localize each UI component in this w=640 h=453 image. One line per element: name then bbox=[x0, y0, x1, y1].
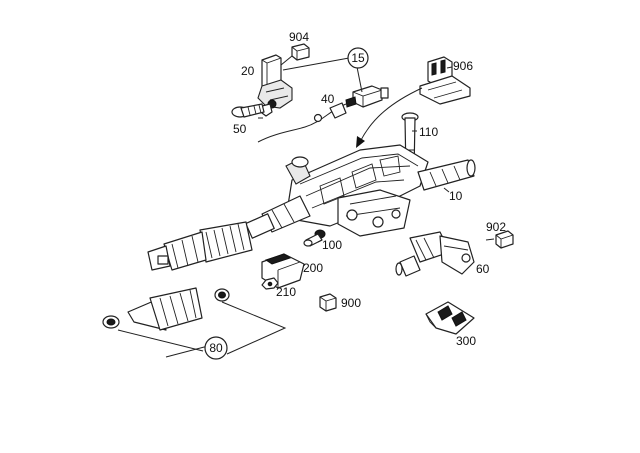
part-300-clip bbox=[425, 301, 475, 335]
label-50: 50 bbox=[233, 122, 247, 136]
label-902: 902 bbox=[486, 220, 506, 234]
label-904: 904 bbox=[289, 30, 309, 44]
label-60: 60 bbox=[476, 262, 490, 276]
part-40-cable bbox=[257, 102, 347, 143]
label-15: 15 bbox=[351, 51, 365, 65]
part-100-bolt bbox=[303, 229, 326, 247]
label-210: 210 bbox=[276, 285, 296, 299]
assembly-arrow bbox=[356, 87, 423, 148]
part-210-nut bbox=[261, 277, 279, 290]
part-904-block bbox=[291, 43, 310, 61]
label-300: 300 bbox=[456, 334, 476, 348]
part-902-block bbox=[495, 230, 514, 249]
label-40: 40 bbox=[321, 92, 335, 106]
part-900-block bbox=[319, 293, 337, 312]
upper-boot-joint bbox=[147, 221, 253, 271]
part-50-bolt bbox=[231, 103, 265, 118]
label-100: 100 bbox=[322, 238, 342, 252]
label-200: 200 bbox=[303, 261, 323, 275]
label-900: 900 bbox=[341, 296, 361, 310]
part-20-motor bbox=[257, 54, 293, 117]
callout-80-circle bbox=[204, 336, 228, 360]
part-15-connector bbox=[345, 85, 389, 108]
label-906: 906 bbox=[453, 59, 473, 73]
label-80: 80 bbox=[209, 341, 223, 355]
part-10-steering-column bbox=[245, 144, 476, 239]
part-906-bracket bbox=[419, 56, 471, 105]
label-20: 20 bbox=[241, 64, 255, 78]
leader-lines bbox=[117, 55, 495, 358]
label-110: 110 bbox=[419, 125, 438, 139]
callout-15-circle bbox=[347, 47, 369, 69]
part-80-boot-set bbox=[102, 287, 230, 331]
label-10: 10 bbox=[449, 189, 463, 203]
part-60-motor bbox=[395, 231, 475, 277]
